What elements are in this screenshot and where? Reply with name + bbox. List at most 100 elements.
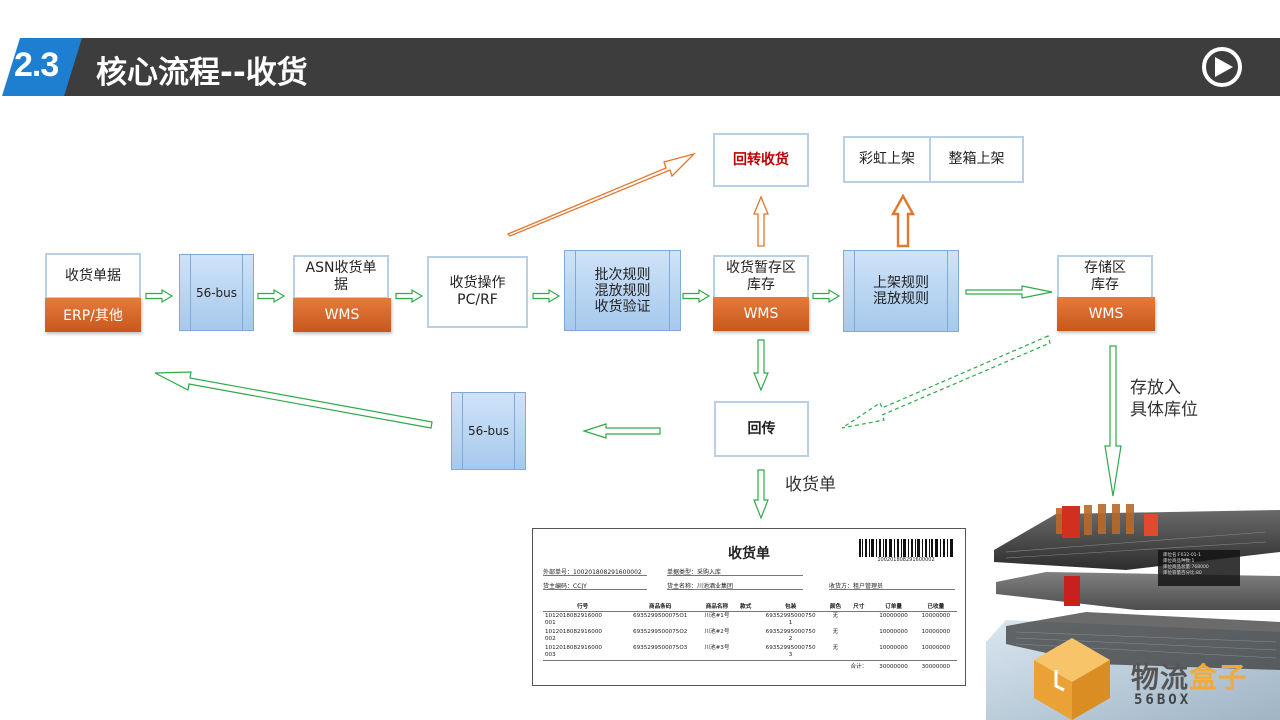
col-header: 款式 bbox=[735, 601, 756, 612]
node-storage-line1: 存储区 bbox=[1084, 260, 1126, 276]
play-circle-icon[interactable] bbox=[1202, 47, 1242, 87]
arrow-staging-to-putaway bbox=[812, 289, 840, 303]
doc-receiver: 收货方：租户管理员 bbox=[829, 583, 884, 590]
col-header: 商品条码 bbox=[622, 601, 699, 612]
node-storage-line2: 库存 bbox=[1091, 277, 1119, 293]
arrow-bus-to-asn bbox=[257, 289, 285, 303]
cell bbox=[845, 628, 872, 644]
cell: 10000000 bbox=[921, 645, 951, 651]
cell: 无 bbox=[832, 629, 839, 635]
node-rainbow-shelving: 彩虹上架 bbox=[843, 136, 931, 183]
warehouse-tooltip: 库位名:F032-01-1 库位商品种数:1 库位商品总量:768000 库位容… bbox=[1158, 550, 1240, 586]
cell: 川池#3号 bbox=[704, 645, 730, 651]
cell: 无 bbox=[832, 613, 839, 619]
node-receipt-doc-label: 收货单据 bbox=[65, 267, 121, 284]
col-header: 行号 bbox=[543, 601, 623, 612]
cell: 6935299500075O3 bbox=[633, 645, 688, 651]
doc-underline bbox=[667, 575, 803, 576]
col-header: 颜色 bbox=[825, 601, 846, 612]
tooltip-line: 库位容量百分比:80 bbox=[1163, 571, 1202, 576]
doc-owner-name: 货主名称：川池酒业集团 bbox=[667, 583, 734, 590]
arrow-operation-to-return bbox=[506, 152, 697, 237]
arrow-putaway-to-shelving bbox=[890, 193, 916, 248]
label-store-line2: 具体库位 bbox=[1130, 400, 1198, 420]
tooltip-line: 库位商品种数:1 bbox=[1163, 559, 1195, 564]
tag-erp: ERP/其他 bbox=[45, 298, 141, 332]
doc-title: 收货单 bbox=[728, 546, 770, 562]
cell: 6935299500075O1 bbox=[633, 613, 688, 619]
tag-wms-storage: WMS bbox=[1057, 297, 1155, 331]
table-row: 1012018082916000 001 6935299500075O1 川池#… bbox=[543, 612, 957, 629]
node-putaway-rules-line1: 上架规则 bbox=[873, 275, 929, 291]
cell: 1012018082916000 002 bbox=[545, 629, 602, 642]
node-receipt-doc: 收货单据 bbox=[45, 253, 141, 299]
total-label: 合计： bbox=[845, 660, 873, 672]
page-title: 核心流程--收货 bbox=[96, 55, 308, 91]
tooltip-line: 库位商品总量:768000 bbox=[1163, 565, 1209, 570]
node-staging: 收货暂存区 库存 bbox=[713, 255, 809, 299]
doc-external-no: 外部单号：100201808291600002 bbox=[543, 569, 642, 576]
barcode-icon bbox=[859, 539, 953, 557]
logo-accent-text: 盒子 bbox=[1189, 661, 1248, 694]
cell: 1012018082916000 001 bbox=[545, 613, 602, 626]
arrow-putaway-to-storage bbox=[965, 285, 1053, 299]
cell bbox=[736, 628, 756, 644]
cell bbox=[736, 644, 756, 661]
header-bar bbox=[2, 38, 1280, 96]
warehouse-3d-icon bbox=[986, 504, 1280, 720]
arrow-feedback-to-form bbox=[753, 469, 769, 520]
node-whole-box-shelving: 整箱上架 bbox=[929, 136, 1024, 183]
tag-wms-staging: WMS bbox=[713, 297, 809, 331]
node-bus-2-label: 56-bus bbox=[467, 424, 510, 438]
node-batch-rules-line3: 收货验证 bbox=[594, 298, 651, 315]
arrow-bus-to-erp bbox=[154, 371, 433, 429]
tag-wms-asn-text: WMS bbox=[324, 307, 360, 323]
arrow-staging-to-feedback bbox=[753, 339, 769, 392]
table-row: 1012018082916000 002 6935299500075O2 川池#… bbox=[543, 628, 957, 644]
doc-type: 单据类型：采购入库 bbox=[667, 569, 722, 576]
cell bbox=[845, 644, 872, 661]
logo-main-text: 物流 bbox=[1131, 661, 1190, 694]
node-bus-1: 56-bus bbox=[179, 254, 254, 331]
doc-underline bbox=[543, 589, 647, 590]
col-header: 已收量 bbox=[914, 601, 957, 612]
tag-erp-text: ERP/其他 bbox=[63, 308, 123, 324]
logo-subtext: 56BOX bbox=[1134, 692, 1192, 708]
receipt-document: 收货单 100201808291600002 外部单号：100201808291… bbox=[532, 528, 966, 686]
arrow-feedback-to-bus bbox=[582, 423, 661, 439]
cell: 无 bbox=[832, 645, 839, 651]
cell: 10000000 bbox=[921, 629, 951, 635]
tag-wms-staging-text: WMS bbox=[743, 306, 779, 322]
node-operation-label: 收货操作 bbox=[449, 275, 506, 291]
doc-underline bbox=[829, 589, 955, 590]
node-batch-rules-line1: 批次规则 bbox=[594, 266, 651, 283]
node-storage: 存储区 库存 bbox=[1057, 255, 1153, 299]
node-asn-label: ASN收货单据 bbox=[305, 260, 377, 293]
node-operation-sub: PC/RF bbox=[457, 292, 498, 308]
doc-table-header: 行号 商品条码 商品名称 款式 包装 颜色 尺寸 订单量 已收量 bbox=[543, 601, 957, 612]
arrow-operation-to-rules bbox=[532, 289, 560, 303]
node-feedback-label: 回传 bbox=[747, 420, 776, 437]
node-asn: ASN收货单据 bbox=[293, 255, 389, 299]
node-batch-rules-line2: 混放规则 bbox=[594, 282, 651, 299]
label-receipt-form: 收货单 bbox=[785, 475, 836, 495]
node-putaway-rules: 上架规则 混放规则 bbox=[843, 250, 959, 332]
node-return-receipt-label: 回转收货 bbox=[733, 151, 789, 168]
barcode-number: 100201808291600002 bbox=[877, 557, 935, 563]
cell: 69352995000750 2 bbox=[765, 629, 816, 642]
logo-wordmark: 物流盒子 bbox=[1131, 656, 1247, 696]
arrow-rules-to-staging bbox=[682, 289, 710, 303]
col-header: 包装 bbox=[755, 601, 826, 612]
total-received: 30000000 bbox=[914, 660, 957, 672]
doc-items-table: 行号 商品条码 商品名称 款式 包装 颜色 尺寸 订单量 已收量 1012018… bbox=[543, 601, 957, 672]
node-return-receipt: 回转收货 bbox=[713, 133, 809, 187]
section-number: 2.3 bbox=[14, 46, 59, 84]
cell bbox=[845, 612, 872, 629]
cell: 10000000 bbox=[879, 613, 908, 619]
cell: 10000000 bbox=[879, 645, 908, 651]
node-whole-box-label: 整箱上架 bbox=[948, 151, 1005, 167]
cell: 69352995000750 1 bbox=[765, 613, 816, 626]
node-staging-line1: 收货暂存区 bbox=[726, 260, 796, 276]
label-store-line1: 存放入 bbox=[1130, 378, 1181, 398]
cell: 6935299500075O2 bbox=[633, 629, 688, 635]
